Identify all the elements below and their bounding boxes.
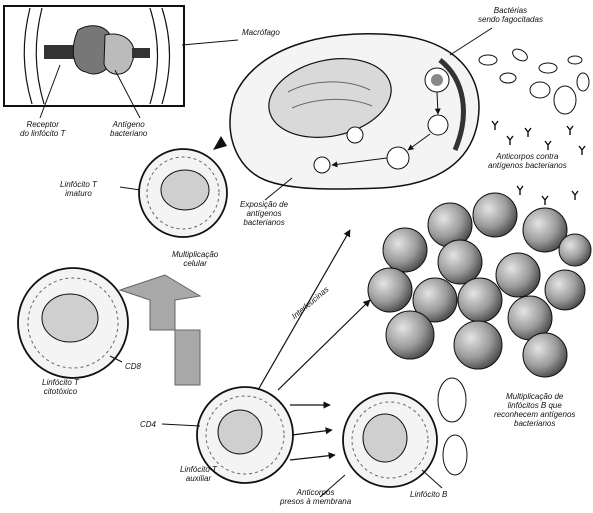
bacteria-cluster (479, 47, 589, 114)
receptor-detail-inset (4, 6, 184, 106)
label-cd8: CD8 (125, 362, 141, 371)
cytotoxic-t-cell (18, 268, 128, 378)
label-cd4: CD4 (140, 420, 156, 429)
label-immature-t-cell: Linfócito T imaturo (60, 180, 97, 198)
label-b-cell-multiplication: Multiplicação de linfócitos B que reconh… (494, 392, 575, 428)
label-b-lymphocyte: Linfócito B (410, 490, 447, 499)
label-membrane-antibodies: Anticorpos presos à membrana (280, 488, 351, 506)
label-antibodies-against: Anticorpos contra antígenos bacterianos (488, 152, 567, 170)
label-bacteria-phagocytosed: Bactérias sendo fagocitadas (478, 6, 543, 24)
label-cytotoxic-t-cell: Linfócito T citotóxico (42, 378, 79, 396)
b-cell-cluster (368, 193, 591, 377)
label-antigen-exposure: Exposição de antígenos bacterianos (240, 200, 288, 227)
label-bacterial-antigen: Antígeno bacteriano (110, 120, 147, 138)
immature-t-cell (139, 136, 227, 237)
label-t-cell-receptor: Receptor do linfócito T (20, 120, 65, 138)
macrophage (230, 34, 479, 189)
label-cell-multiplication: Multiplicação celular (172, 250, 218, 268)
b-lymphocyte (343, 378, 467, 487)
label-macrophage: Macrófago (242, 28, 280, 37)
label-helper-t-cell: Linfócito T auxiliar (180, 465, 217, 483)
